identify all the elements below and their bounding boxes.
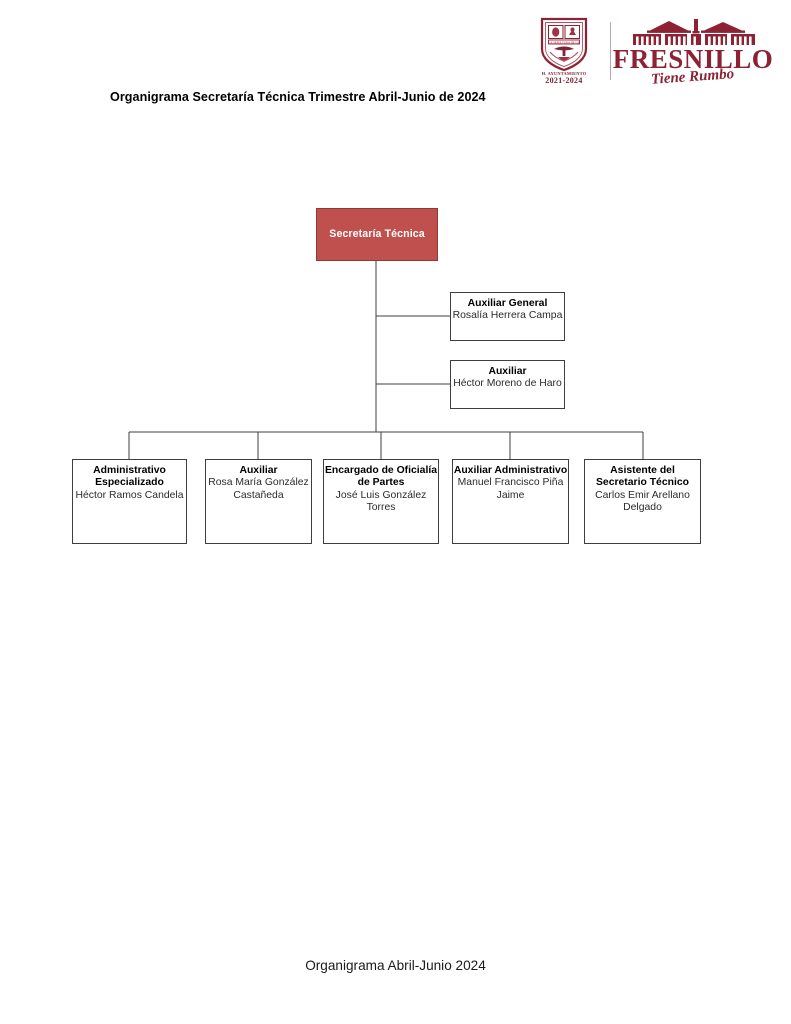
- org-node-role: Asistente del Secretario Técnico: [596, 465, 689, 489]
- page-title: Organigrama Secretaría Técnica Trimestre…: [110, 90, 486, 104]
- shield-caption: H. AYUNTAMIENTO 2021-2024: [542, 72, 587, 85]
- org-node-encargado-oficialia[interactable]: Encargado de Oficialía de Partes José Lu…: [323, 459, 439, 544]
- header-logos: LA SEPULTURA DE LA H. AYUNTAMIENTO 2021-…: [528, 12, 773, 90]
- logo-divider: [610, 22, 611, 80]
- org-node-person: Héctor Moreno de Haro: [453, 378, 562, 390]
- municipal-shield-icon: LA SEPULTURA DE LA: [540, 18, 588, 72]
- org-node-asistente-secretario[interactable]: Asistente del Secretario Técnico Carlos …: [584, 459, 701, 544]
- org-node-person: Héctor Ramos Candela: [75, 489, 184, 501]
- page-footer: Organigrama Abril-Junio 2024: [305, 958, 486, 973]
- svg-text:LA SEPULTURA DE LA: LA SEPULTURA DE LA: [549, 41, 581, 45]
- org-node-role: Auxiliar: [239, 465, 278, 476]
- org-node-person: Rosalía Herrera Campa: [452, 310, 563, 322]
- fresnillo-aqueduct-icon: [633, 18, 755, 45]
- org-node-role: Secretaría Técnica: [329, 228, 425, 241]
- org-node-auxiliar-administrativo[interactable]: Auxiliar Administrativo Manuel Francisco…: [452, 459, 569, 544]
- org-node-person: Rosa María González Castañeda: [208, 477, 309, 501]
- org-node-aux-general[interactable]: Auxiliar General Rosalía Herrera Campa: [450, 292, 565, 341]
- shield-caption-line1: H. AYUNTAMIENTO: [541, 71, 587, 77]
- fresnillo-wordmark: FRESNILLO: [612, 43, 774, 74]
- org-node-role: Administrativo Especializado: [93, 465, 166, 489]
- shield-caption-line2: 2021-2024: [545, 76, 583, 86]
- org-node-root[interactable]: Secretaría Técnica: [316, 208, 438, 261]
- org-node-auxiliar-rosa[interactable]: Auxiliar Rosa María González Castañeda: [205, 459, 312, 544]
- org-node-person: José Luis González Torres: [335, 489, 427, 513]
- org-node-role: Auxiliar Administrativo: [453, 465, 568, 476]
- fresnillo-brand-logo: FRESNILLO Tiene Rumbo: [613, 18, 773, 87]
- org-node-role: Auxiliar General: [467, 298, 548, 309]
- municipal-shield-logo: LA SEPULTURA DE LA H. AYUNTAMIENTO 2021-…: [528, 16, 600, 85]
- org-node-role: Encargado de Oficialía de Partes: [324, 465, 438, 489]
- org-node-person: Carlos Emir Arellano Delgado: [595, 489, 690, 513]
- org-node-admin-especializado[interactable]: Administrativo Especializado Héctor Ramo…: [72, 459, 187, 544]
- org-node-auxiliar[interactable]: Auxiliar Héctor Moreno de Haro: [450, 360, 565, 409]
- org-node-role: Auxiliar: [488, 366, 527, 377]
- org-node-person: Manuel Francisco Piña Jaime: [457, 477, 564, 501]
